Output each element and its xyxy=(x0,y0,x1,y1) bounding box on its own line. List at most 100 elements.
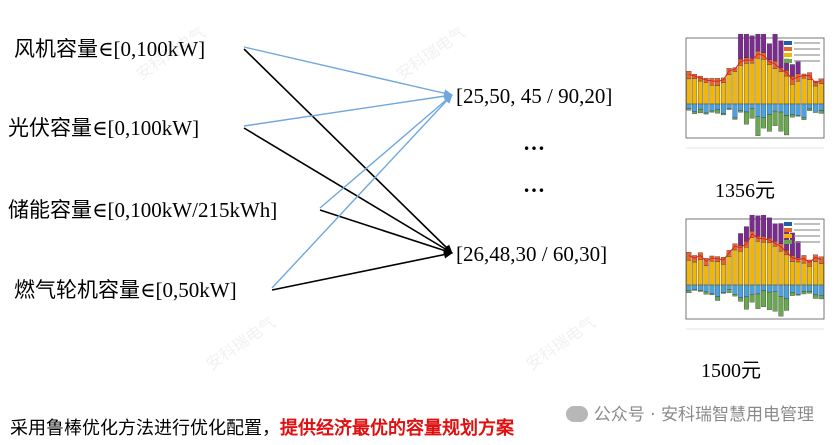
bar-grid xyxy=(755,284,761,295)
bar-grid xyxy=(801,103,807,118)
bar-storage xyxy=(692,111,698,114)
bar-turbine xyxy=(778,243,784,252)
bar-grid xyxy=(709,284,715,294)
bar-pv xyxy=(772,68,778,105)
bar-grid xyxy=(778,284,784,297)
bar-storage xyxy=(749,293,755,303)
wechat-icon xyxy=(565,406,588,422)
bar-pv xyxy=(726,74,732,105)
bar-storage xyxy=(703,291,709,295)
bar-grid xyxy=(743,284,749,298)
bar-grid xyxy=(715,284,721,298)
bar-wind xyxy=(755,34,761,52)
bar-grid xyxy=(726,103,732,110)
bar-grid xyxy=(686,103,692,109)
bar-wind xyxy=(738,233,744,246)
bar-storage xyxy=(778,296,784,317)
bar-wind xyxy=(738,34,744,60)
bar-pv xyxy=(709,260,715,286)
bar-grid xyxy=(738,103,744,111)
bar-storage xyxy=(720,113,726,116)
bar-wind xyxy=(789,232,795,256)
bar-grid xyxy=(749,284,755,295)
bar-storage xyxy=(818,295,824,300)
bar-pv xyxy=(818,83,824,105)
bar-pv xyxy=(789,261,795,286)
bar-grid xyxy=(761,103,767,118)
bar-pv xyxy=(789,84,795,105)
load-line xyxy=(688,233,822,264)
bar-storage xyxy=(761,290,767,307)
bar-pv xyxy=(778,250,784,286)
bar-grid xyxy=(761,284,767,291)
bar-grid xyxy=(692,103,698,112)
bar-pv xyxy=(732,249,738,286)
bar-storage xyxy=(697,290,703,292)
bar-pv xyxy=(755,58,761,105)
bar-pv xyxy=(801,262,807,286)
bar-turbine xyxy=(720,257,726,265)
bar-grid xyxy=(807,103,813,110)
bar-pv xyxy=(686,78,692,105)
cost-bottom: 1500元 xyxy=(701,360,761,382)
footer-prefix: 采用鲁棒优化方法进行优化配置， xyxy=(10,418,280,439)
bar-grid xyxy=(801,284,807,292)
bar-turbine xyxy=(709,78,715,86)
bar-grid xyxy=(697,284,703,291)
bar-grid xyxy=(789,103,795,115)
bar-storage xyxy=(807,291,813,294)
bar-pv xyxy=(692,78,698,105)
bar-pv xyxy=(818,263,824,286)
legend-swatch xyxy=(784,47,792,51)
bar-wind xyxy=(778,40,784,68)
bar-pv xyxy=(761,59,767,105)
bar-storage xyxy=(715,109,721,114)
legend-swatch xyxy=(784,59,792,63)
bar-grid xyxy=(766,103,772,115)
bar-grid xyxy=(743,103,749,113)
bar-storage xyxy=(743,111,749,125)
bar-pv xyxy=(697,80,703,105)
combo-top: [25,50, 45 / 90,20] xyxy=(456,84,613,108)
bar-storage xyxy=(749,108,755,119)
bar-storage xyxy=(766,114,772,132)
bar-storage xyxy=(715,296,721,301)
bar-grid xyxy=(812,103,818,113)
bar-storage xyxy=(738,110,744,113)
arrow-turbine-to-top xyxy=(271,94,453,289)
bar-turbine xyxy=(703,258,709,266)
input-pv-capacity: 光伏容量∈[0,100kW] xyxy=(8,116,200,140)
bar-grid xyxy=(697,103,703,110)
bar-pv xyxy=(801,77,807,105)
arrow-turbine-to-bottom xyxy=(271,250,453,291)
bar-wind xyxy=(772,34,778,62)
bar-pv xyxy=(697,259,703,286)
bar-storage xyxy=(761,117,767,129)
bar-grid xyxy=(818,103,824,111)
bar-grid xyxy=(778,103,784,113)
bar-wind xyxy=(795,60,801,74)
bar-wind xyxy=(795,241,801,259)
arrow-storage-to-top xyxy=(319,94,453,209)
bar-grid xyxy=(709,103,715,112)
bar-storage xyxy=(697,109,703,114)
bar-storage xyxy=(778,111,784,132)
bar-storage xyxy=(784,115,790,136)
bar-storage xyxy=(686,290,692,294)
dispatch-chart-bottom xyxy=(685,215,825,330)
bar-pv xyxy=(812,85,818,105)
bar-storage xyxy=(732,117,738,120)
bar-grid xyxy=(789,284,795,293)
bar-storage xyxy=(772,110,778,126)
bar-storage xyxy=(709,293,715,295)
bar-pv xyxy=(743,247,749,286)
bar-storage xyxy=(784,298,790,311)
bar-grid xyxy=(720,103,726,114)
bar-grid xyxy=(795,103,801,116)
bar-pv xyxy=(778,71,784,105)
bar-grid xyxy=(784,103,790,116)
footer-note: 采用鲁棒优化方法进行优化配置，提供经济最优的容量规划方案 xyxy=(10,414,514,440)
bar-pv xyxy=(703,82,709,105)
bar-pv xyxy=(749,62,755,105)
